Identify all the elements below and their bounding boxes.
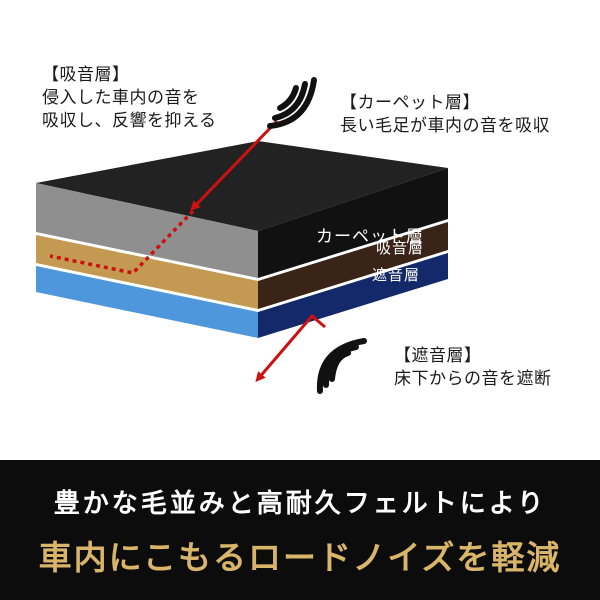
block-layer-label: 遮音層 — [372, 266, 421, 284]
banner-line-2: 車内にこもるロードノイズを軽減 — [38, 538, 562, 577]
block-layer-side — [258, 253, 448, 338]
sound-wave-icon — [267, 77, 317, 129]
banner-line-1: 豊かな毛並みと高耐久フェルトにより — [53, 489, 547, 519]
incoming-sound-arrow — [190, 119, 279, 211]
carpet-layer-callout: 【カーペット層】 長い毛足が車内の音を吸収 — [340, 92, 550, 138]
callout-line: 床下からの音を遮断 — [394, 369, 552, 389]
layer-diagram — [36, 77, 448, 394]
carpet-layer-label: カーペット層 — [316, 227, 424, 247]
callout-line: 侵入した車内の音を — [42, 88, 200, 108]
carpet-layer-side — [258, 168, 448, 278]
carpet-layer-top — [36, 141, 448, 231]
blocked-sound-arrow — [255, 313, 326, 383]
callout-line: 吸収し、反響を抑える — [42, 111, 217, 131]
absorb-layer-front — [36, 235, 258, 309]
absorb-layer-side — [258, 222, 448, 309]
block-layer-callout: 【遮音層】 床下からの音を遮断 — [394, 345, 552, 391]
block-layer-front — [36, 266, 258, 338]
absorb-layer-callout: 【吸音層】 侵入した車内の音を 吸収し、反響を抑える — [42, 64, 217, 133]
sound-wave-icon — [316, 338, 367, 394]
absorb-layer-label: 吸音層 — [376, 239, 425, 257]
carpet-layer-front — [36, 183, 258, 278]
callout-title: 【吸音層】 — [42, 65, 130, 85]
tagline-banner: 豊かな毛並みと高耐久フェルトにより 車内にこもるロードノイズを軽減 — [0, 460, 600, 600]
callout-line: 長い毛足が車内の音を吸収 — [340, 116, 550, 136]
callout-title: 【カーペット層】 — [340, 93, 480, 113]
callout-title: 【遮音層】 — [394, 346, 482, 366]
